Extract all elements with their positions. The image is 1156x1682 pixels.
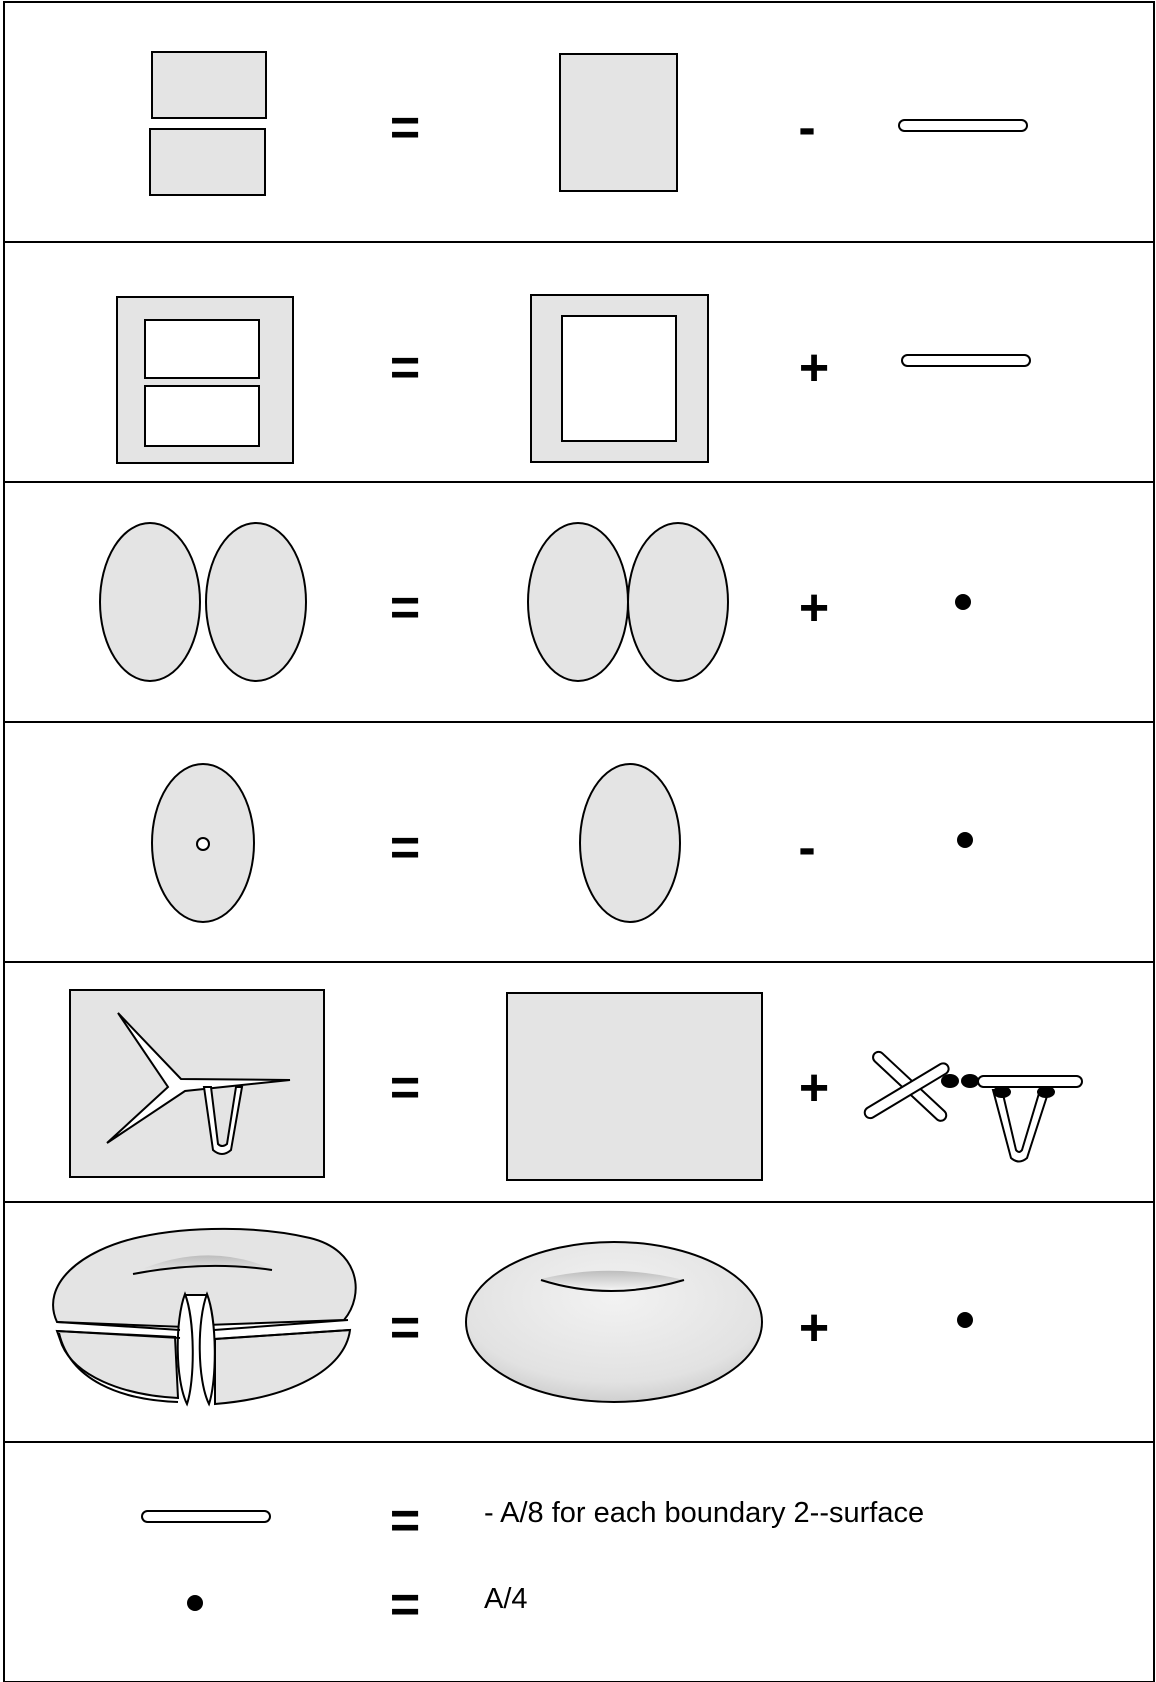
operator-sign: + bbox=[799, 339, 829, 397]
boundary-surface-value: - A/8 for each boundary 2--surface bbox=[484, 1497, 924, 1529]
row-3: = + bbox=[100, 523, 971, 681]
equals-sign: = bbox=[390, 819, 420, 877]
equals-sign: = bbox=[390, 579, 420, 637]
operator-sign: + bbox=[799, 579, 829, 637]
equals-sign: = bbox=[390, 1492, 420, 1550]
branched-boundary-pieces bbox=[863, 1050, 1082, 1162]
row-6: = + bbox=[53, 1229, 973, 1404]
torus bbox=[466, 1242, 762, 1402]
operator-sign: + bbox=[799, 1059, 829, 1117]
single-ellipse bbox=[580, 764, 680, 922]
point-icon bbox=[955, 594, 971, 610]
row-1: = - bbox=[150, 52, 1027, 195]
cut-torus bbox=[53, 1229, 356, 1404]
frame-with-two-holes bbox=[117, 297, 293, 463]
single-rectangle bbox=[507, 993, 762, 1180]
rectangle-with-branched-cut bbox=[70, 990, 324, 1177]
row-2: = + bbox=[117, 295, 1030, 463]
legend-boundary-row: = - A/8 for each boundary 2--surface bbox=[142, 1492, 924, 1550]
two-separate-ellipses bbox=[100, 523, 306, 681]
boundary-surface-icon bbox=[142, 1511, 270, 1522]
legend: = - A/8 for each boundary 2--surface = A… bbox=[142, 1492, 924, 1634]
point-icon bbox=[187, 1595, 203, 1611]
point-value: A/4 bbox=[484, 1583, 528, 1615]
boundary-surface-icon bbox=[899, 120, 1027, 131]
row-4: = - bbox=[152, 764, 973, 922]
operator-sign: - bbox=[798, 99, 815, 157]
boundary-surface-icon bbox=[902, 355, 1030, 366]
two-touching-ellipses bbox=[528, 523, 728, 681]
point-icon bbox=[957, 1312, 973, 1328]
single-rectangle bbox=[560, 54, 677, 191]
equals-sign: = bbox=[390, 339, 420, 397]
equals-sign: = bbox=[390, 1059, 420, 1117]
operator-sign: + bbox=[799, 1299, 829, 1357]
two-stacked-rectangles bbox=[150, 52, 266, 195]
equals-sign: = bbox=[390, 1576, 420, 1634]
point-icon bbox=[957, 832, 973, 848]
ellipse-with-puncture bbox=[152, 764, 254, 922]
frame-with-one-hole bbox=[531, 295, 708, 462]
legend-point-row: = A/4 bbox=[187, 1576, 528, 1634]
equals-sign: = bbox=[390, 1299, 420, 1357]
row-5: = + bbox=[70, 990, 1082, 1180]
operator-sign: - bbox=[798, 819, 815, 877]
equals-sign: = bbox=[390, 99, 420, 157]
